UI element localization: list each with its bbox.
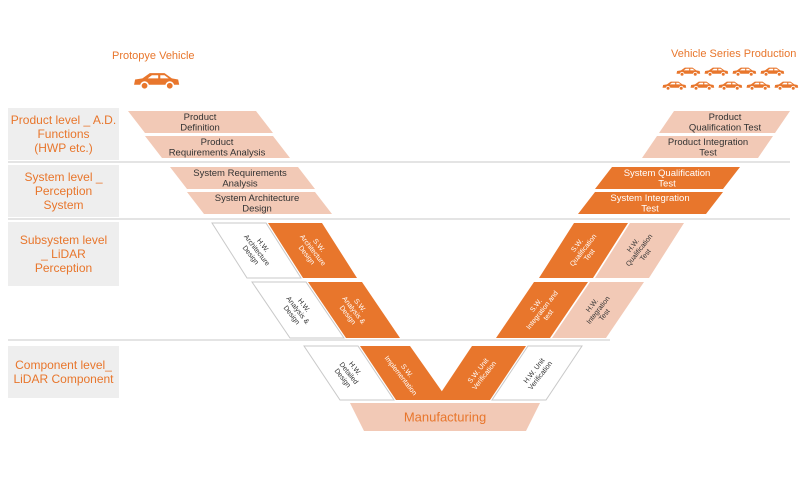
car-icon-1 xyxy=(676,67,701,77)
car-icon-3 xyxy=(732,67,757,77)
car-icon-7 xyxy=(718,81,743,91)
stage-hw-unit-verification: H.W. UnitVerification xyxy=(491,345,583,401)
stage-sw-implementation-shape xyxy=(360,346,448,400)
stage-product-qualification-shape xyxy=(659,111,790,133)
stage-sw-qualification-shape xyxy=(539,223,628,278)
car-icon-5 xyxy=(662,81,687,91)
stage-hw-detailed-shape xyxy=(303,345,395,401)
stage-product-integration-shape xyxy=(642,136,773,158)
stage-sw-architecture: S.W.ArchitectureDesign xyxy=(268,223,357,278)
stage-sw-integration: S.W.Integration andtest xyxy=(496,282,588,338)
stage-sw-unit-verification-shape xyxy=(436,346,526,400)
stage-hw-unit-verification-shape xyxy=(491,345,583,401)
stage-sw-implementation: S.W.Implementation xyxy=(360,346,448,400)
car-icon-4 xyxy=(760,67,785,77)
stage-hw-integration: H.W.IntegrationTest xyxy=(552,282,644,338)
stage-manufacturing: Manufacturing xyxy=(350,403,540,431)
stage-sw-unit-verification: S.W. UnitVerification xyxy=(436,346,526,400)
stage-hw-integration-shape xyxy=(552,282,644,338)
level-system: System level _ Perception System xyxy=(8,165,119,217)
level-component: Component level_ LiDAR Component xyxy=(8,346,119,398)
stage-sw-analysis-shape xyxy=(308,282,400,338)
level-subsystem-label: Subsystem level _ LiDAR Perception xyxy=(19,233,108,275)
stage-hw-architecture: H.W.ArchitectureDesign xyxy=(211,222,302,279)
stage-sw-integration-shape xyxy=(496,282,588,338)
stage-hw-qualification-shape xyxy=(595,223,684,278)
car-icon xyxy=(134,73,180,91)
stage-system-requirements-shape xyxy=(170,167,315,189)
stage-system-integration-shape xyxy=(578,192,723,214)
level-subsystem: Subsystem level _ LiDAR Perception xyxy=(8,222,119,286)
car-icon-9 xyxy=(774,81,799,91)
stage-manufacturing-shape xyxy=(350,403,540,431)
stage-hw-qualification: H.W.QualificationTest xyxy=(595,223,684,278)
stage-system-architecture-shape xyxy=(187,192,332,214)
level-system-label: System level _ Perception System xyxy=(24,170,103,212)
level-product-label: Product level _ A.D. Functions (HWP etc.… xyxy=(10,113,117,155)
prototype-vehicle-label: Protopye Vehicle xyxy=(112,50,195,62)
stage-manufacturing-label: Manufacturing xyxy=(404,410,486,425)
car-icon-2 xyxy=(704,67,729,77)
stage-hw-architecture-shape xyxy=(211,222,302,279)
stage-sw-analysis: S.W.Analysis &Design xyxy=(308,282,400,338)
stage-hw-analysis: H.W.Analysis &Design xyxy=(251,281,345,339)
stage-product-definition-shape xyxy=(128,111,273,133)
stage-hw-detailed: H.W.DetailedDesign xyxy=(303,345,395,401)
car-icon-6 xyxy=(690,81,715,91)
cars-layer xyxy=(134,67,799,91)
level-product: Product level _ A.D. Functions (HWP etc.… xyxy=(8,108,119,160)
stage-hw-analysis-shape xyxy=(251,281,345,339)
stage-product-requirements-shape xyxy=(145,136,290,158)
level-component-label: Component level_ LiDAR Component xyxy=(13,358,114,386)
separator-lines xyxy=(8,161,790,341)
stage-sw-qualification: S.W.QualificationTest xyxy=(539,223,628,278)
car-icon-8 xyxy=(746,81,771,91)
series-production-label: Vehicle Series Production xyxy=(671,48,797,60)
stage-system-qualification-shape xyxy=(595,167,740,189)
stage-sw-architecture-shape xyxy=(268,223,357,278)
